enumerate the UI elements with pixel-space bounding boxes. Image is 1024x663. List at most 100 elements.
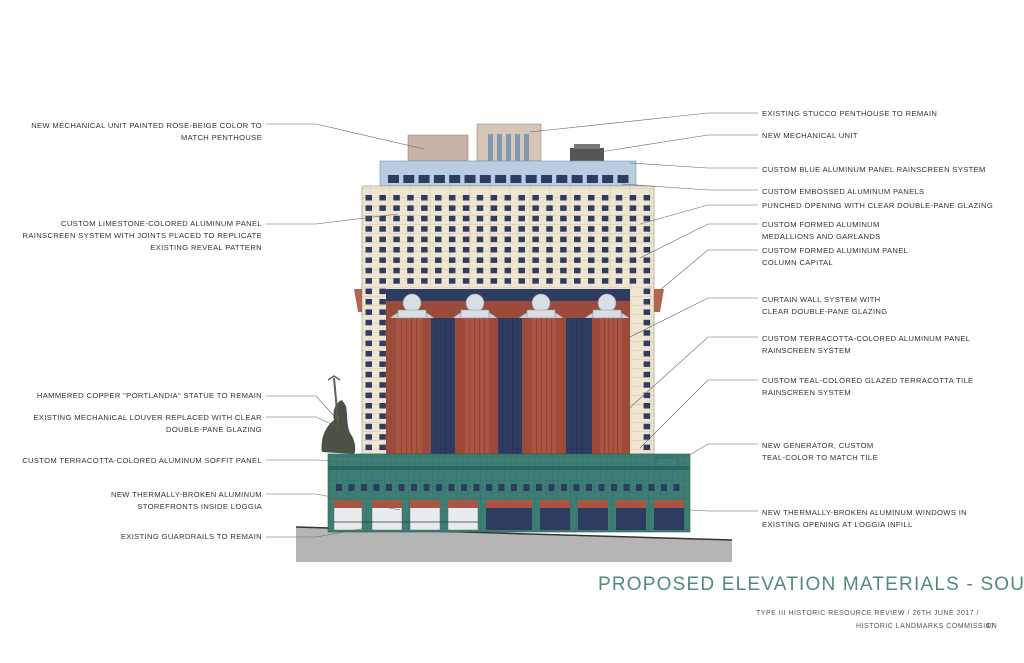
base-window bbox=[511, 484, 517, 491]
punched-window bbox=[560, 205, 567, 211]
punched-window bbox=[643, 205, 651, 211]
label-soffit-panel: CUSTOM TERRACOTTA-COLORED ALUMINUM SOFFI… bbox=[22, 456, 262, 465]
portlandia-statue bbox=[321, 375, 356, 454]
leader-line bbox=[266, 123, 425, 150]
footer-review-line: TYPE III HISTORIC RESOURCE REVIEW / 26th… bbox=[756, 610, 980, 617]
punched-window bbox=[643, 319, 651, 326]
punched-window bbox=[643, 257, 651, 263]
punched-window bbox=[435, 205, 442, 211]
punched-window bbox=[490, 215, 498, 222]
punched-window bbox=[365, 309, 372, 315]
curtain-wall-strip bbox=[498, 318, 522, 454]
punched-window bbox=[518, 247, 525, 253]
punched-window bbox=[365, 434, 372, 440]
leader-line bbox=[675, 443, 758, 464]
punched-window bbox=[601, 278, 609, 284]
punched-window bbox=[476, 226, 484, 232]
penthouse-slot bbox=[506, 134, 511, 161]
punched-window bbox=[518, 278, 525, 284]
punched-window bbox=[532, 257, 539, 263]
punched-window bbox=[379, 267, 386, 274]
punched-window bbox=[560, 267, 567, 274]
leader-line bbox=[659, 249, 758, 291]
punched-window bbox=[587, 215, 595, 222]
punched-window bbox=[560, 278, 567, 284]
punched-window bbox=[560, 226, 567, 232]
punched-window bbox=[587, 267, 595, 274]
punched-window bbox=[643, 278, 651, 284]
punched-window bbox=[365, 423, 372, 430]
punched-window bbox=[532, 247, 539, 253]
base-window bbox=[548, 484, 555, 491]
base-window bbox=[673, 484, 680, 491]
punched-window bbox=[587, 247, 595, 253]
punched-window bbox=[365, 330, 372, 336]
punched-window bbox=[560, 247, 567, 253]
punched-window bbox=[532, 278, 539, 284]
punched-window bbox=[379, 205, 386, 211]
punched-window bbox=[365, 444, 372, 451]
punched-window bbox=[393, 236, 400, 243]
band-window bbox=[617, 175, 629, 183]
label-loggia-storefronts: NEW THERMALLY-BROKEN ALUMINUM STOREFRONT… bbox=[111, 490, 262, 511]
punched-window bbox=[393, 226, 400, 232]
penthouse-slot bbox=[497, 134, 502, 161]
punched-window bbox=[629, 195, 637, 201]
punched-window bbox=[421, 195, 428, 201]
label-stucco-penthouse: EXISTING STUCCO PENTHOUSE TO REMAIN bbox=[762, 109, 938, 118]
label-column-capital: CUSTOM FORMED ALUMINUM PANEL COLUMN CAPI… bbox=[762, 246, 909, 267]
leader-line bbox=[623, 336, 758, 414]
punched-window bbox=[379, 403, 386, 409]
punched-window bbox=[587, 226, 595, 232]
punched-window bbox=[574, 205, 581, 211]
punched-window bbox=[435, 278, 442, 284]
punched-window bbox=[379, 413, 386, 419]
punched-window bbox=[574, 278, 581, 284]
punched-window bbox=[435, 215, 442, 222]
punched-window bbox=[546, 195, 553, 201]
punched-window bbox=[546, 257, 553, 263]
punched-window bbox=[365, 403, 372, 409]
band-window bbox=[388, 175, 399, 183]
base-window bbox=[573, 484, 580, 491]
base-window bbox=[561, 484, 567, 491]
punched-window bbox=[574, 215, 581, 222]
punched-window bbox=[462, 257, 470, 263]
rose-beige-mechanical-unit bbox=[407, 134, 469, 162]
band-window bbox=[541, 175, 552, 183]
punched-window bbox=[365, 351, 372, 357]
punched-window bbox=[448, 278, 456, 284]
punched-window bbox=[365, 382, 372, 388]
leader-line bbox=[599, 134, 758, 153]
punched-window bbox=[504, 236, 512, 243]
punched-window bbox=[379, 361, 386, 367]
punched-window bbox=[587, 257, 595, 263]
punched-window bbox=[421, 278, 428, 284]
punched-window bbox=[407, 267, 414, 274]
punched-window bbox=[365, 195, 372, 201]
punched-window bbox=[629, 247, 637, 253]
label-limestone-panel: CUSTOM LIMESTONE-COLORED ALUMINUM PANEL … bbox=[22, 219, 262, 252]
band-window bbox=[403, 175, 415, 183]
punched-window bbox=[504, 205, 512, 211]
new-mechanical-unit bbox=[570, 148, 604, 161]
punched-window bbox=[365, 205, 372, 211]
label-guardrails: EXISTING GUARDRAILS TO REMAIN bbox=[120, 532, 262, 541]
curtain-wall-strip bbox=[431, 318, 455, 454]
left-capital-ledge bbox=[354, 289, 362, 312]
punched-window bbox=[615, 247, 623, 253]
soffit-panel bbox=[372, 500, 402, 508]
punched-window bbox=[504, 257, 512, 263]
punched-window bbox=[601, 205, 609, 211]
base-window bbox=[423, 484, 430, 491]
base-window bbox=[436, 484, 442, 491]
punched-window bbox=[379, 215, 386, 222]
punched-window bbox=[587, 278, 595, 284]
band-window bbox=[464, 175, 476, 183]
punched-window bbox=[587, 195, 595, 201]
leader-line bbox=[266, 416, 341, 429]
punched-window bbox=[615, 226, 623, 232]
punched-window bbox=[643, 247, 651, 253]
punched-window bbox=[587, 236, 595, 243]
